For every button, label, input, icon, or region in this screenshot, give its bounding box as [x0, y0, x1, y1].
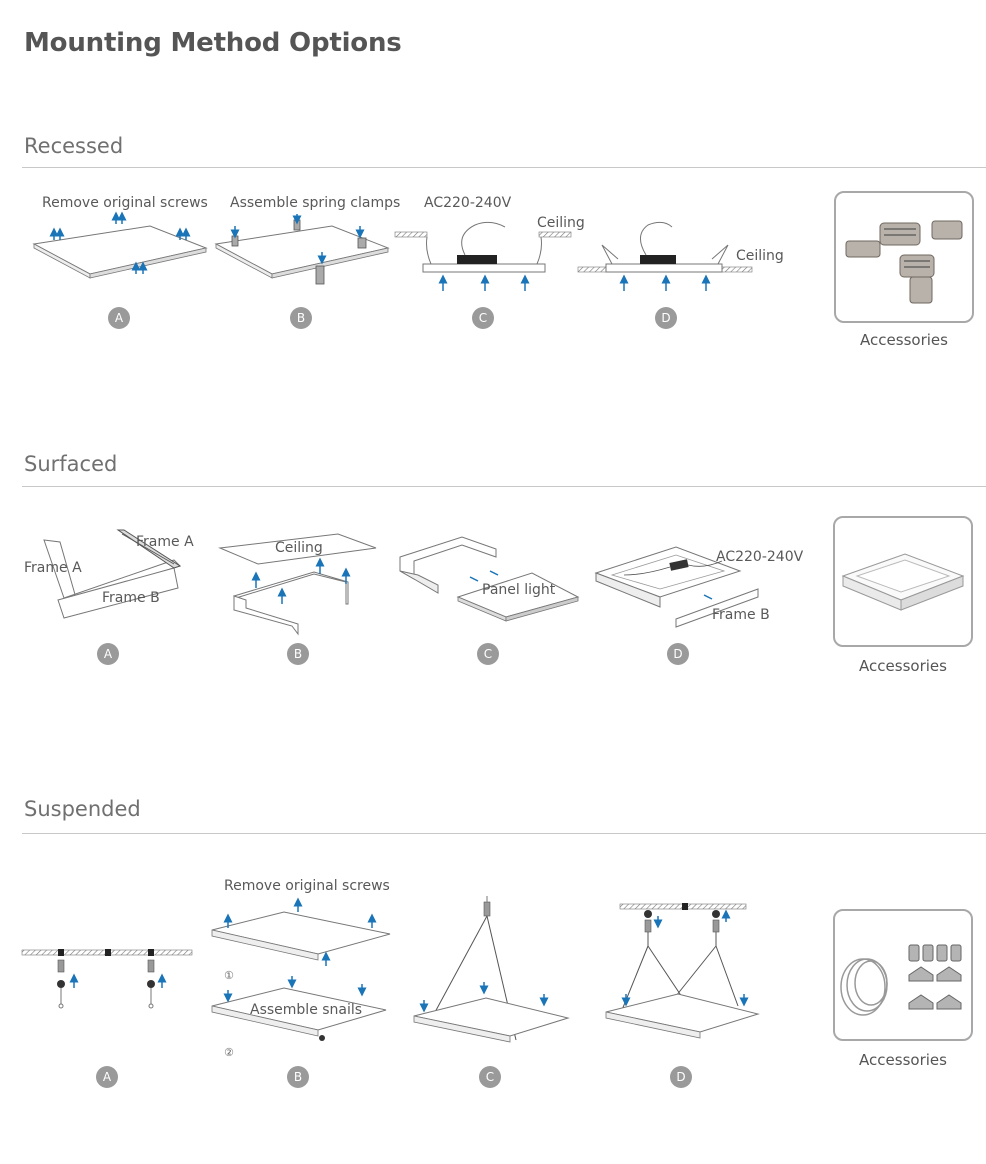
step-marker-1: ①: [224, 969, 234, 982]
label-frame-a-left: Frame A: [24, 560, 82, 576]
spring-clamp-icon: [845, 220, 963, 304]
surfaced-step-a-badge: A: [97, 643, 119, 665]
recessed-accessories-label: Accessories: [860, 331, 948, 349]
recessed-step-c-badge: C: [472, 307, 494, 329]
suspended-step-b-illustration: [211, 897, 391, 1041]
suspended-step-c-badge: C: [479, 1066, 501, 1088]
section-title-surfaced: Surfaced: [24, 452, 118, 476]
surfaced-step-c-illustration: [399, 536, 580, 622]
suspended-step-b-badge: B: [287, 1066, 309, 1088]
surfaced-step-a-illustration: [43, 529, 182, 619]
label-frame-b-d: Frame B: [712, 607, 770, 623]
suspended-accessories-label: Accessories: [859, 1051, 947, 1069]
surface-frame-icon: [841, 553, 965, 611]
label-frame-b: Frame B: [102, 590, 160, 606]
surfaced-accessories-box: [833, 516, 973, 647]
label-ceiling-surfaced: Ceiling: [275, 540, 323, 556]
recessed-accessories-box: [834, 191, 974, 323]
label-spring-clamps: Assemble spring clamps: [230, 195, 401, 211]
suspended-step-d-illustration: [605, 903, 760, 1039]
recessed-step-a-illustration: [32, 211, 208, 279]
surfaced-step-b-badge: B: [287, 643, 309, 665]
label-ceiling-c: Ceiling: [537, 215, 585, 231]
surfaced-step-b-illustration: [218, 533, 377, 636]
suspended-accessories-box: [833, 909, 973, 1041]
step-marker-2: ②: [224, 1046, 234, 1059]
recessed-step-d-illustration: [577, 221, 753, 291]
label-voltage: AC220-240V: [424, 195, 512, 211]
suspended-step-c-illustration: [413, 896, 570, 1043]
section-title-recessed: Recessed: [24, 134, 124, 158]
surfaced-step-d-illustration: [594, 546, 759, 628]
divider-recessed: [22, 167, 986, 168]
label-panel-light: Panel light: [482, 582, 556, 598]
section-title-suspended: Suspended: [24, 797, 141, 821]
label-remove-screws-suspended: Remove original screws: [224, 878, 390, 894]
divider-suspended: [22, 833, 986, 834]
label-voltage-surfaced: AC220-240V: [716, 549, 804, 565]
recessed-step-b-badge: B: [290, 307, 312, 329]
recessed-step-b-illustration: [214, 214, 390, 285]
surfaced-accessories-label: Accessories: [859, 657, 947, 675]
label-frame-a-top: Frame A: [136, 534, 194, 550]
suspended-step-a-badge: A: [96, 1066, 118, 1088]
label-assemble-snails: Assemble snails: [250, 1002, 363, 1018]
recessed-step-d-badge: D: [655, 307, 677, 329]
divider-surfaced: [22, 486, 986, 487]
recessed-step-a-badge: A: [108, 307, 130, 329]
recessed-step-c-illustration: [394, 221, 572, 291]
suspended-step-a-illustration: [21, 949, 193, 1009]
label-remove-screws: Remove original screws: [42, 195, 208, 211]
surfaced-step-d-badge: D: [667, 643, 689, 665]
suspension-kit-icon: [840, 944, 962, 1016]
surfaced-step-c-badge: C: [477, 643, 499, 665]
page-title: Mounting Method Options: [24, 28, 402, 58]
label-ceiling-d: Ceiling: [736, 248, 784, 264]
suspended-step-d-badge: D: [670, 1066, 692, 1088]
